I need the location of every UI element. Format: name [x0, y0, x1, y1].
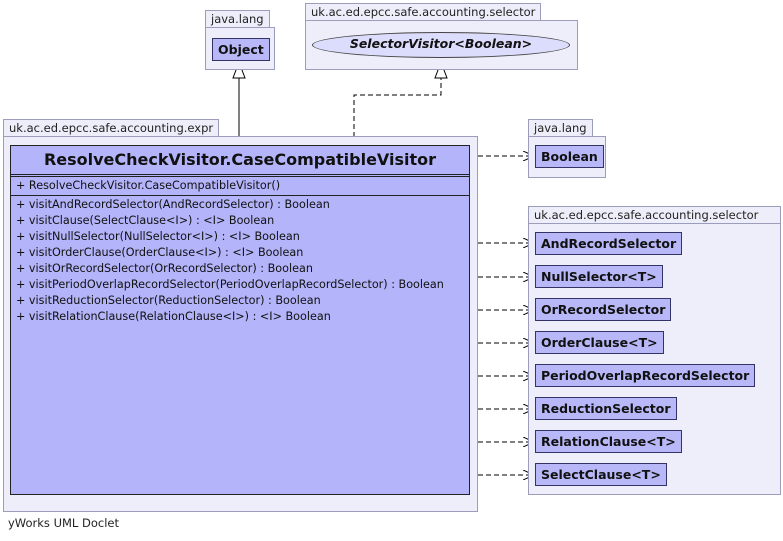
method-item: + visitClause(SelectClause<I>) : <I> Boo… — [16, 214, 275, 227]
method-item: + visitAndRecordSelector(AndRecordSelect… — [16, 198, 330, 211]
realization-line — [353, 78, 442, 145]
interface-selector-visitor[interactable]: SelectorVisitor<Boolean> — [312, 32, 570, 58]
class-title: ResolveCheckVisitor.CaseCompatibleVisito… — [43, 150, 437, 169]
method-item: + visitOrRecordSelector(OrRecordSelector… — [16, 262, 313, 275]
method-separator — [11, 195, 469, 196]
method-list: + visitAndRecordSelector(AndRecordSelect… — [11, 196, 469, 325]
method-item: + visitOrderClause(OrderClause<I>) : <I>… — [16, 246, 304, 259]
class-or-record-selector[interactable]: OrRecordSelector — [535, 298, 672, 321]
class-and-record-selector[interactable]: AndRecordSelector — [535, 232, 683, 255]
class-period-overlap-record-selector[interactable]: PeriodOverlapRecordSelector — [535, 364, 756, 387]
class-order-clause[interactable]: OrderClause<T> — [535, 331, 664, 354]
method-item: + visitPeriodOverlapRecordSelector(Perio… — [16, 278, 444, 291]
attribute-separator — [11, 174, 469, 176]
class-relation-clause[interactable]: RelationClause<T> — [535, 430, 682, 453]
realization-arrowhead — [434, 60, 448, 79]
generalization-arrowhead — [232, 60, 246, 79]
package-tab-java-lang: java.lang — [205, 10, 270, 28]
method-item: + visitNullSelector(NullSelector<I>) : <… — [16, 230, 300, 243]
class-boolean[interactable]: Boolean — [535, 145, 604, 168]
package-selector-right — [528, 223, 781, 495]
class-object[interactable]: Object — [212, 38, 270, 61]
package-tab-java-lang-right: java.lang — [528, 119, 593, 137]
class-null-selector[interactable]: NullSelector<T> — [535, 265, 663, 288]
class-case-compatible-visitor[interactable]: ResolveCheckVisitor.CaseCompatibleVisito… — [10, 145, 470, 495]
package-tab-selector-right: uk.ac.ed.epcc.safe.accounting.selector — [528, 206, 781, 224]
constructor-item: + ResolveCheckVisitor.CaseCompatibleVisi… — [16, 179, 281, 192]
package-tab-expr: uk.ac.ed.epcc.safe.accounting.expr — [3, 119, 220, 137]
method-item: + visitRelationClause(RelationClause<I>)… — [16, 310, 331, 323]
method-item: + visitReductionSelector(ReductionSelect… — [16, 294, 321, 307]
constructor-separator — [11, 176, 469, 177]
class-select-clause[interactable]: SelectClause<T> — [535, 463, 667, 486]
footer-credit: yWorks UML Doclet — [8, 516, 119, 530]
package-tab-selector-top: uk.ac.ed.epcc.safe.accounting.selector — [305, 3, 542, 21]
class-reduction-selector[interactable]: ReductionSelector — [535, 397, 677, 420]
